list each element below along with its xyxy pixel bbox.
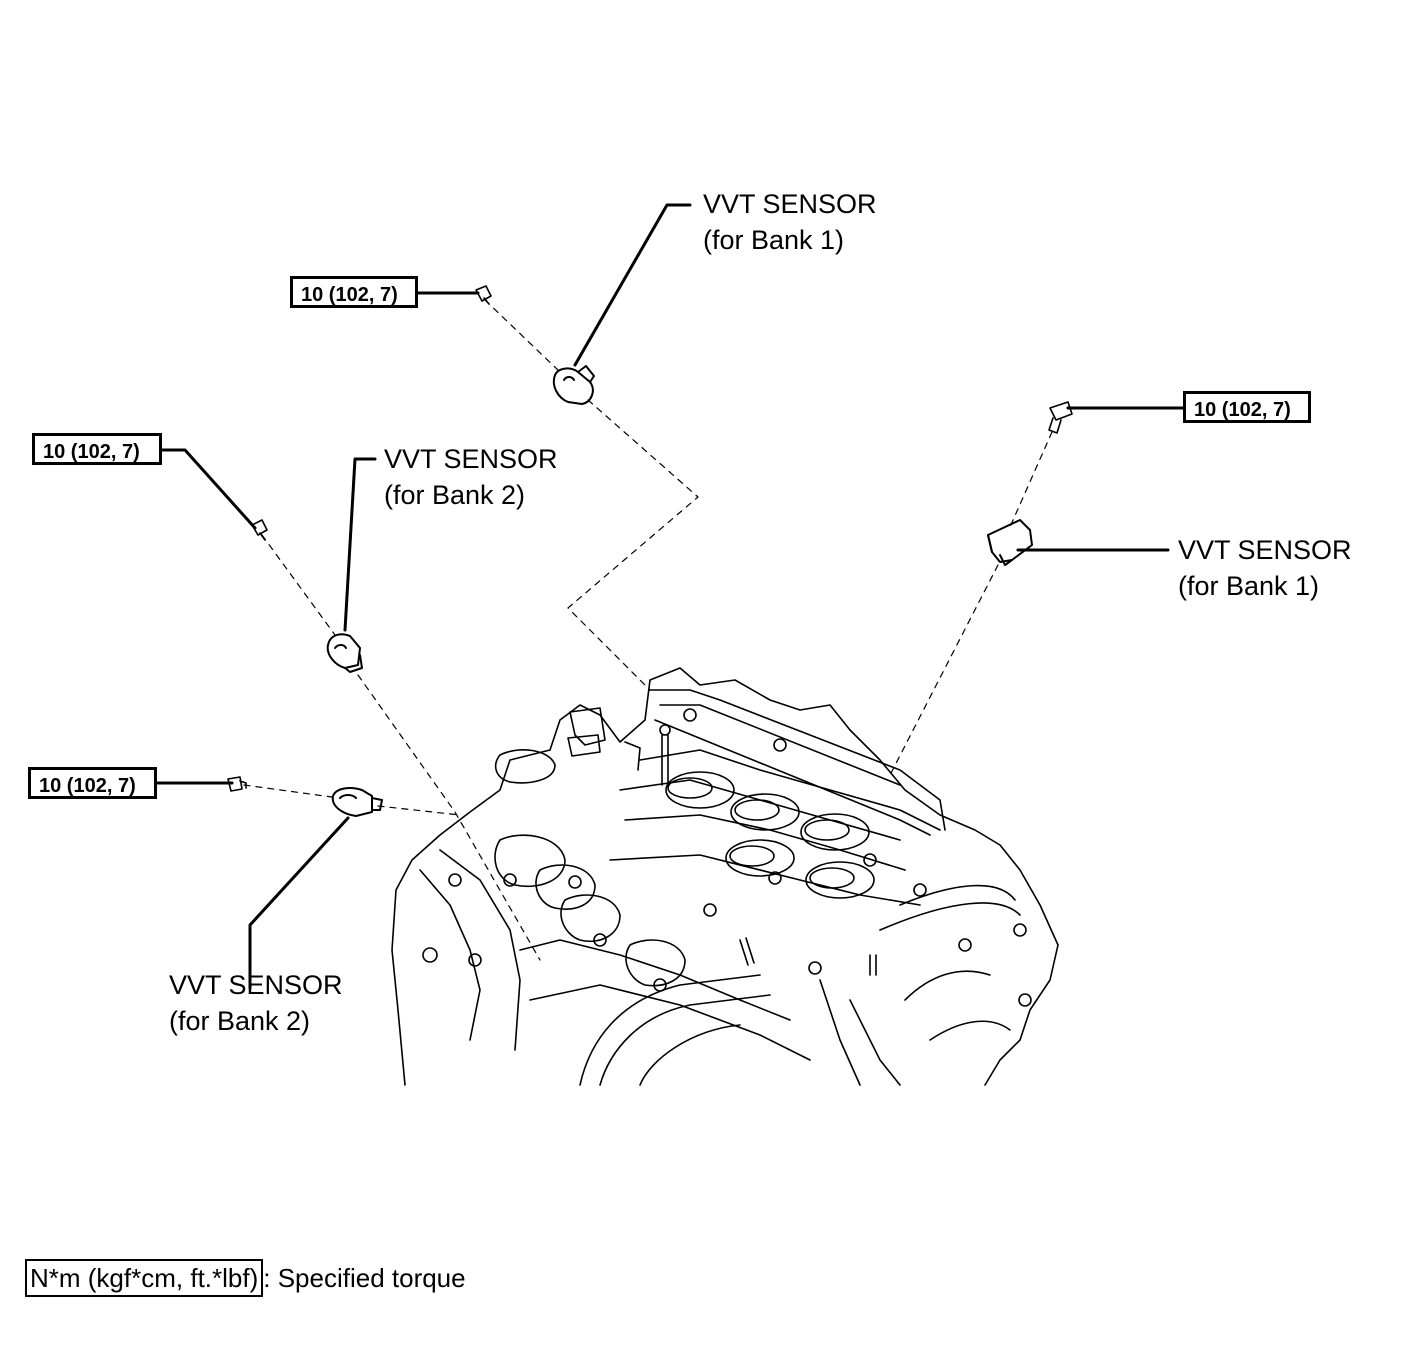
torque-box-top: 10 (102, 7) [290, 276, 418, 308]
torque-box-left-lower: 10 (102, 7) [28, 767, 157, 799]
vvt-sensor-icon-bank2-lower [331, 787, 383, 817]
torque-box-left-upper: 10 (102, 7) [32, 433, 162, 465]
callout-title: VVT SENSOR [703, 189, 877, 219]
callout-subtitle: (for Bank 1) [703, 225, 845, 255]
legend-description: : Specified torque [263, 1263, 466, 1293]
engine-block [391, 667, 1059, 1086]
vvt-sensor-icon-bank1-right [987, 519, 1033, 566]
callout-vvt-sensor-bank2-upper: VVT SENSOR (for Bank 2) [384, 441, 558, 513]
alignment-lines [243, 299, 1053, 961]
torque-box-right: 10 (102, 7) [1183, 391, 1311, 423]
callout-vvt-sensor-bank2-lower: VVT SENSOR (for Bank 2) [169, 967, 343, 1039]
torque-legend: N*m (kgf*cm, ft.*lbf): Specified torque [25, 1259, 466, 1297]
bolt-icon-left-lower [227, 776, 247, 792]
callout-title: VVT SENSOR [1178, 535, 1352, 565]
callout-title: VVT SENSOR [169, 970, 343, 1000]
vvt-sensor-icon-bank2-upper [326, 633, 363, 673]
bolt-icon-top [475, 285, 492, 305]
callout-title: VVT SENSOR [384, 444, 558, 474]
vvt-sensor-icon-bank1-top [552, 365, 595, 405]
callout-subtitle: (for Bank 2) [384, 480, 526, 510]
leader-lines [155, 203, 1185, 990]
callout-subtitle: (for Bank 2) [169, 1006, 311, 1036]
legend-unit-box: N*m (kgf*cm, ft.*lbf) [25, 1259, 264, 1297]
callout-subtitle: (for Bank 1) [1178, 571, 1320, 601]
bolt-icon-left-upper [251, 519, 268, 541]
callout-vvt-sensor-bank1-right: VVT SENSOR (for Bank 1) [1178, 532, 1352, 604]
callout-vvt-sensor-bank1-top: VVT SENSOR (for Bank 1) [703, 186, 877, 258]
bolt-icon-right [1048, 401, 1073, 434]
